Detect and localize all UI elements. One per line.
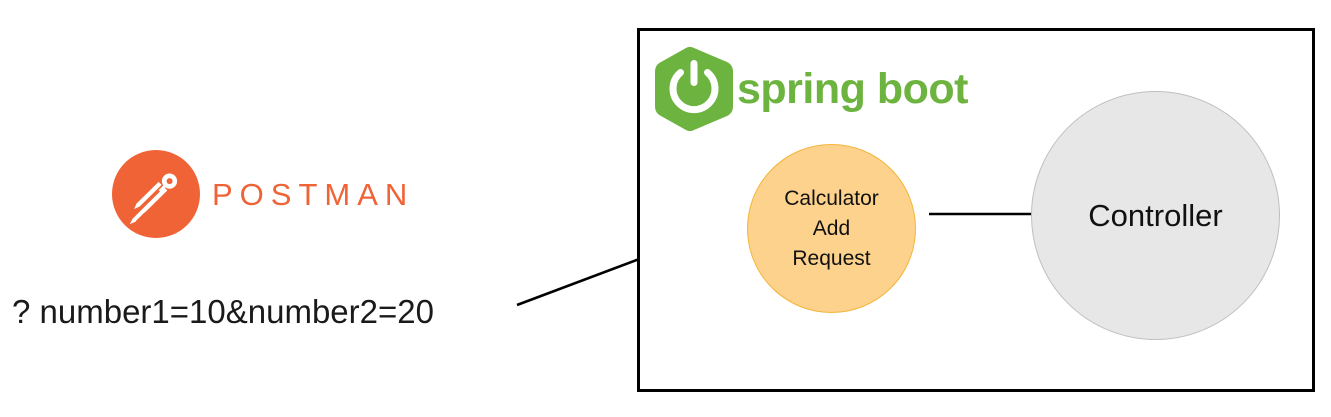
spring-boot-logo: spring boot	[653, 46, 973, 132]
postman-wordmark: POSTMAN	[212, 177, 415, 212]
request-query-string: ? number1=10&number2=20	[12, 293, 434, 330]
node-controller-label: Controller	[1088, 197, 1223, 233]
node-controller[interactable]: Controller	[1031, 91, 1280, 340]
spring-boot-wordmark: spring boot	[737, 65, 968, 113]
node-calculator-add-request[interactable]: Calculator Add Request	[747, 144, 916, 313]
spring-boot-leaf-power-icon	[653, 46, 735, 137]
postman-pen-icon	[112, 150, 200, 238]
postman-logo: POSTMAN	[112, 150, 412, 240]
node-calculator-add-request-label: Calculator Add Request	[784, 186, 879, 270]
